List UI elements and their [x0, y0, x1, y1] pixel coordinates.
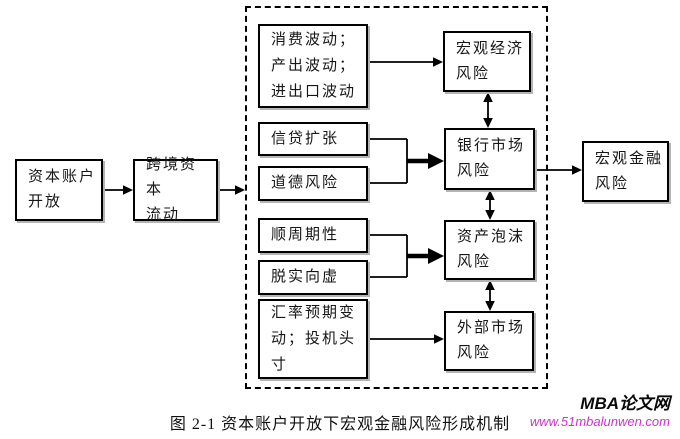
transmission-mechanism-frame: [245, 6, 548, 389]
node-consumption-fluctuation: 消费波动； 产出波动； 进出口波动: [258, 24, 368, 108]
node-macro-economic-risk: 宏观经济 风险: [443, 31, 531, 92]
node-macro-financial-risk: 宏观金融 风险: [582, 141, 669, 202]
node-procyclicality: 顺周期性: [258, 218, 368, 253]
node-moral-hazard: 道德风险: [258, 166, 368, 201]
node-bank-market-risk: 银行市场 风险: [444, 128, 535, 190]
node-credit-expansion: 信贷扩张: [258, 122, 368, 156]
node-asset-bubble-risk: 资产泡沫 风险: [444, 220, 535, 280]
node-capital-account: 资本账户 开放: [15, 159, 103, 221]
watermark: MBA论文网 www.51mbalunwen.com: [450, 394, 670, 429]
arrow-capital-to-crossborder: [104, 185, 133, 195]
node-exchange-rate-expectation: 汇率预期变 动；投机头 寸: [258, 299, 368, 379]
node-external-market-risk: 外部市场 风险: [444, 311, 534, 371]
node-cross-border-capital: 跨境资本 流动: [133, 157, 218, 223]
node-real-to-virtual: 脱实向虚: [258, 260, 368, 295]
watermark-site-name: MBA论文网: [580, 394, 670, 413]
arrow-crossborder-to-frame: [219, 185, 245, 195]
figure-caption: 图 2-1 资本账户开放下宏观金融风险形成机制: [169, 416, 511, 433]
watermark-site-url[interactable]: www.51mbalunwen.com: [529, 414, 670, 429]
